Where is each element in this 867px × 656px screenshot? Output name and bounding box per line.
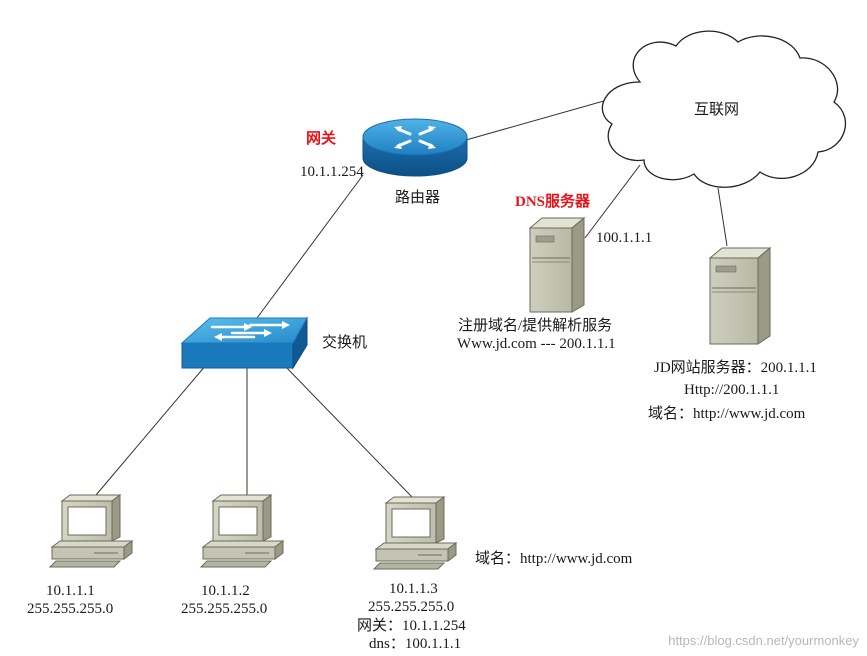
router-label: 路由器 xyxy=(395,190,441,206)
pc3-ip: 10.1.1.3 xyxy=(389,581,438,597)
dns-server-desc-line2: Www.jd.com --- 200.1.1.1 xyxy=(457,336,616,352)
connections xyxy=(95,94,728,498)
jd-server-line2: Http://200.1.1.1 xyxy=(684,382,780,398)
dns-server-icon xyxy=(528,216,586,313)
pc2-ip: 10.1.1.2 xyxy=(201,583,250,599)
link-dns-internet xyxy=(584,164,641,239)
link-jd-internet xyxy=(717,187,728,247)
jd-server-line1: JD网站服务器：200.1.1.1 xyxy=(654,360,817,376)
jd-server-icon xyxy=(708,246,772,345)
pc1-mask: 255.255.255.0 xyxy=(27,601,114,617)
link-router-switch xyxy=(256,174,364,319)
jd-server-line3: 域名：http://www.jd.com xyxy=(648,406,806,422)
pc1-ip: 10.1.1.1 xyxy=(46,583,95,599)
pc3-gateway: 网关：10.1.1.254 xyxy=(357,618,466,634)
link-router-internet xyxy=(465,94,626,141)
internet-cloud-icon xyxy=(601,30,847,188)
router-ip: 10.1.1.254 xyxy=(300,164,364,180)
router-icon xyxy=(362,118,468,177)
pc3-dns: dns：100.1.1.1 xyxy=(369,636,462,652)
dns-server-ip: 100.1.1.1 xyxy=(596,230,653,246)
switch-icon xyxy=(180,316,308,370)
pc3-domain: 域名：http://www.jd.com xyxy=(475,551,633,567)
watermark: https://blog.csdn.net/yourmonkey xyxy=(668,633,859,648)
switch-label: 交换机 xyxy=(322,335,368,351)
pc3-mask: 255.255.255.0 xyxy=(368,599,455,615)
gateway-title: 网关 xyxy=(306,131,337,147)
link-switch-pc1 xyxy=(95,364,207,496)
pc3-icon xyxy=(372,496,458,570)
pc1-icon xyxy=(48,494,134,568)
link-switch-pc3 xyxy=(283,364,413,498)
pc2-icon xyxy=(199,494,285,568)
internet-label: 互联网 xyxy=(694,102,740,118)
dns-server-title: DNS服务器 xyxy=(515,194,591,210)
dns-server-desc-line1: 注册域名/提供解析服务 xyxy=(458,318,613,334)
pc2-mask: 255.255.255.0 xyxy=(181,601,268,617)
